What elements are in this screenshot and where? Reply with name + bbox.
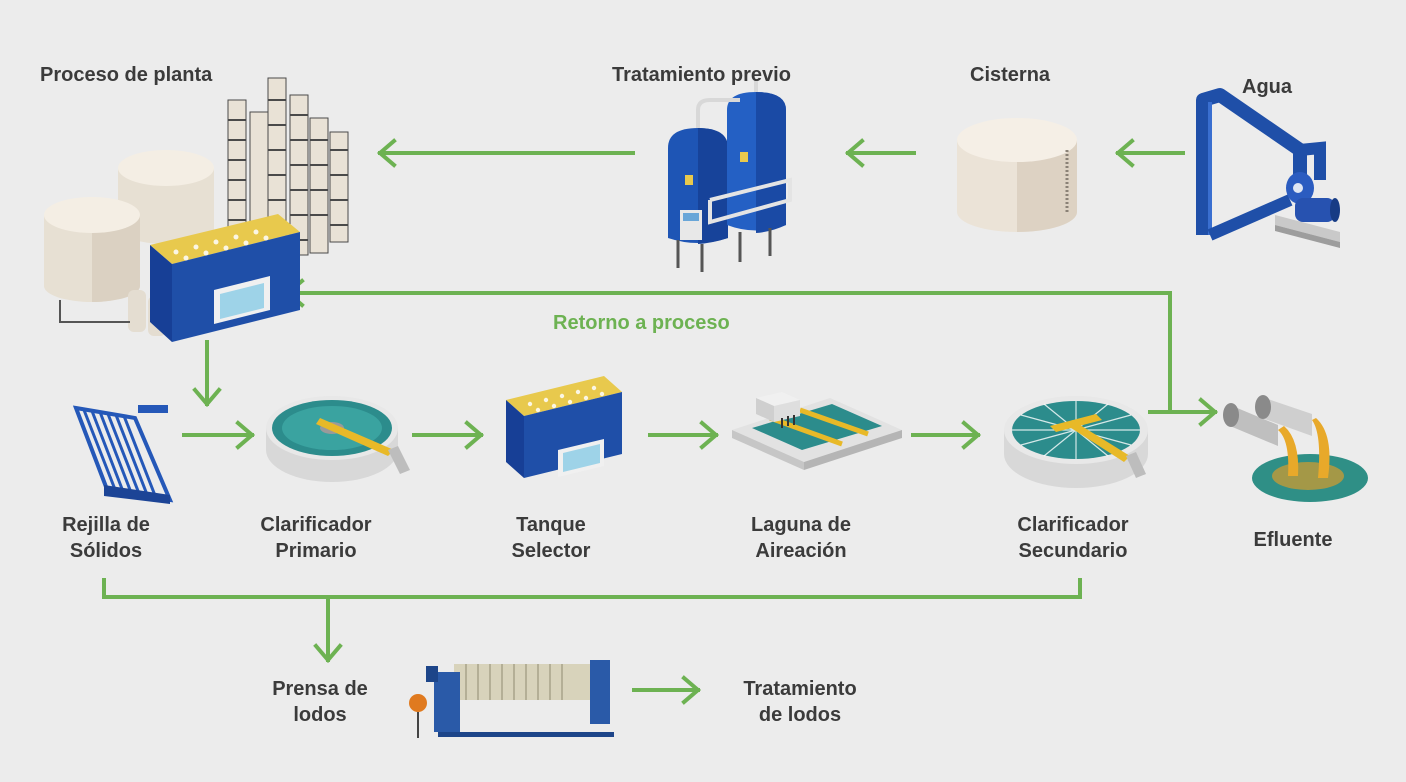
label-line: lodos [293,704,347,726]
label-line: Prensa de [272,678,368,700]
label-line: Secundario [1018,540,1128,562]
label-effluent: Efluente [1253,529,1333,551]
primary-clarifier-icon [266,396,410,482]
label-line: de lodos [758,704,842,726]
arrowhead [961,420,982,450]
label-secondary-clarifier: Clarificador Secundario [998,512,1148,564]
filter-press-icon [409,660,614,738]
effluent-pipes-icon [1223,395,1368,502]
arrowhead [699,420,720,450]
arrowhead [192,387,222,408]
label-line: Clarificador [1017,514,1129,536]
arrow-return-to-process [286,291,1172,414]
label-sludge-press: Prensa de lodos [260,676,380,728]
label-aeration-lagoon: Laguna de Aireación [734,512,868,564]
label-line: Tratamiento [743,678,857,700]
label-line: Primario [275,540,357,562]
sludge-collection-line [102,578,1082,599]
label-line: Selector [511,540,591,562]
label-line: Rejilla de [62,514,150,536]
label-line: Laguna de [750,514,851,536]
label-line: Aireación [755,540,847,562]
label-cistern: Cisterna [970,64,1051,86]
label-sludge-treatment: Tratamiento de lodos [720,676,880,728]
label-pretreatment: Tratamiento previo [612,64,791,86]
pretreatment-filter-icon [668,80,792,272]
label-return-to-process: Retorno a proceso [553,312,730,334]
label-water: Agua [1242,76,1292,98]
arrowhead [1198,397,1219,427]
cistern-tank-icon [957,118,1077,232]
arrowhead [376,138,397,168]
aeration-lagoon-icon [732,392,902,470]
plant-process-icon [44,77,349,342]
label-line: Clarificador [260,514,372,536]
label-bar-screen: Rejilla de Sólidos [52,512,160,564]
arrowhead [235,420,256,450]
label-line: Tanque [516,514,586,536]
label-primary-clarifier: Clarificador Primario [250,512,382,564]
arrowhead [464,420,485,450]
water-pump-icon [1196,88,1340,248]
arrowhead [844,138,865,168]
label-line: Sólidos [69,540,143,562]
arrowhead [681,675,702,705]
bar-screen-icon [72,405,174,504]
label-plant-process: Proceso de planta [40,64,213,86]
flow-arrows [102,138,1219,705]
secondary-clarifier-icon [1004,396,1148,488]
arrowhead [313,643,343,664]
selector-tank-icon [506,376,622,478]
arrowhead [1114,138,1135,168]
label-selector-tank: Tanque Selector [500,512,602,564]
